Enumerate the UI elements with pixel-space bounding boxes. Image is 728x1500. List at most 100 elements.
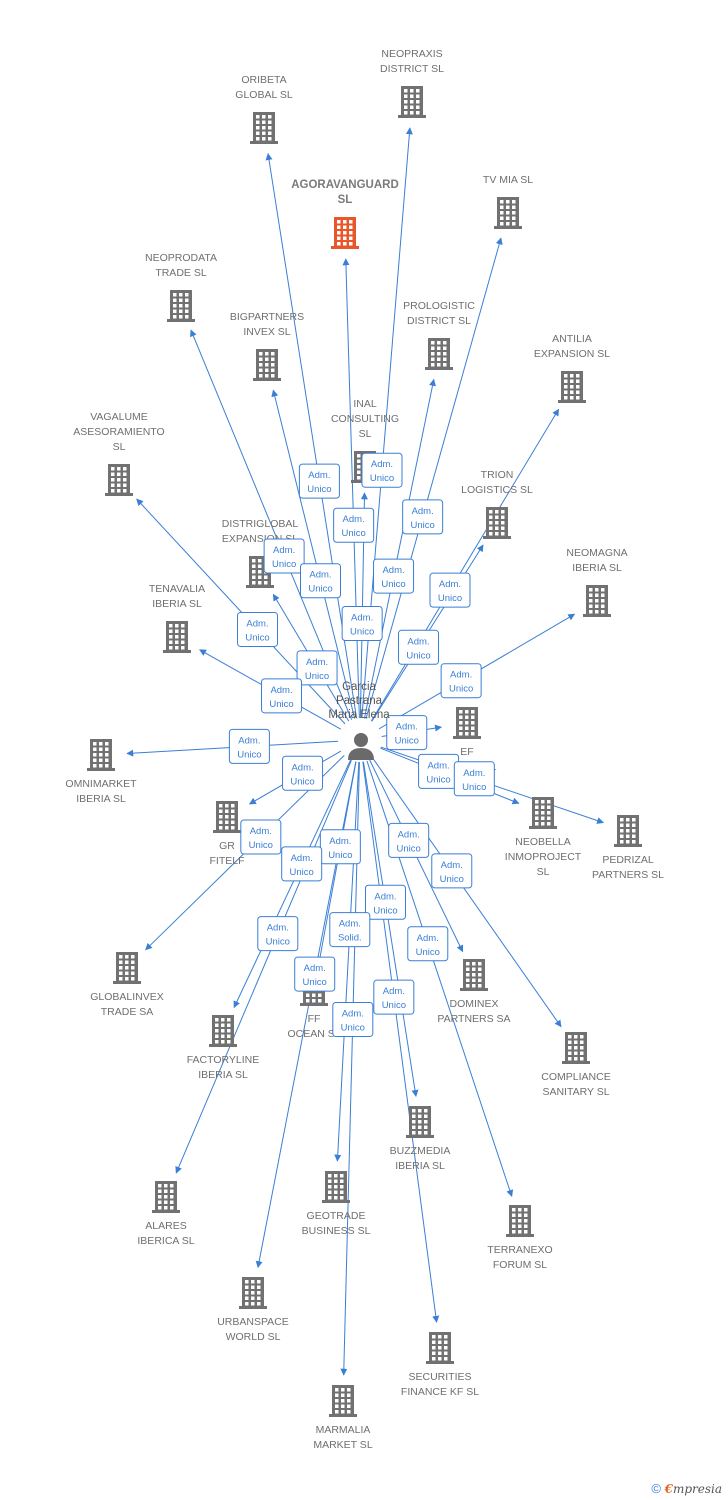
- edge-label-text: Unico: [438, 593, 462, 604]
- edge-label-geotrade[interactable]: Adm.Solid.: [329, 912, 371, 948]
- edge-label-urbanspace[interactable]: Adm.Unico: [294, 956, 336, 992]
- person-name-line-3: Maria Elena: [328, 709, 390, 721]
- edge-vagalume: [136, 498, 346, 725]
- edge-label-text: Unico: [411, 520, 435, 531]
- company-name-alares-line-1: ALARES: [145, 1220, 186, 1232]
- edge-label-text: Unico: [350, 627, 374, 638]
- edge-label-neomagna[interactable]: Adm.Unico: [440, 663, 482, 699]
- edge-label-alares[interactable]: Adm.Unico: [257, 916, 299, 952]
- edge-label-terranexo[interactable]: Adm.Unico: [407, 926, 449, 962]
- edge-label-text: Adm.: [383, 986, 405, 997]
- company-name-dominex-line-1: DOMINEX: [449, 998, 498, 1010]
- company-node-tvmia[interactable]: TV MIA SL: [483, 174, 533, 229]
- edge-label-box: [240, 819, 282, 855]
- company-name-terranexo-line-1: TERRANEXO: [487, 1244, 552, 1256]
- edge-factoryline: [233, 759, 352, 1009]
- company-name-antilia-line-2: EXPANSION SL: [534, 348, 610, 360]
- edge-label-ef[interactable]: Adm.Unico: [386, 715, 428, 751]
- edge-label-box: [402, 499, 444, 535]
- edge-label-box: [373, 558, 415, 594]
- person-node[interactable]: Garcia Pastrana Maria Elena: [328, 681, 390, 760]
- edge-label-oribeta[interactable]: Adm.Unico: [298, 463, 340, 499]
- edge-label-trion[interactable]: Adm.Unico: [398, 629, 440, 665]
- edge-label-distriglobal[interactable]: Adm.Unico: [296, 650, 338, 686]
- edge-tvmia: [365, 237, 503, 719]
- edge-label-securities[interactable]: Adm.Unico: [373, 979, 415, 1015]
- building-icon: [494, 197, 522, 229]
- edge-label-text: Unico: [290, 867, 314, 878]
- edge-label-bigpartners[interactable]: Adm.Unico: [299, 563, 341, 599]
- edge-label-text: Unico: [272, 559, 296, 570]
- edge-label-inal[interactable]: Adm.Unico: [341, 606, 383, 642]
- edge-label-marmalia[interactable]: Adm.Unico: [332, 1001, 374, 1037]
- edge-label-text: Unico: [426, 774, 450, 785]
- edge-label-factoryline[interactable]: Adm.Unico: [281, 846, 323, 882]
- edge-label-neoprodata[interactable]: Adm.Unico: [263, 538, 305, 574]
- edge-label-tenavalia[interactable]: Adm.Unico: [261, 678, 303, 714]
- company-name-prologistic-line-1: PROLOGISTIC: [403, 300, 475, 312]
- edge-label-text: Adm.: [398, 829, 420, 840]
- company-name-neobella-line-1: NEOBELLA: [515, 836, 570, 848]
- edge-label-neobella[interactable]: Adm.Unico: [418, 753, 460, 789]
- company-name-tenavalia-line-1: TENAVALIA: [149, 583, 205, 595]
- edge-label-box: [453, 761, 495, 797]
- edge-label-neopraxis[interactable]: Adm.Unico: [361, 452, 403, 488]
- edge-label-antilia[interactable]: Adm.Unico: [429, 572, 471, 608]
- company-name-oribeta-line-1: ORIBETA: [241, 74, 286, 86]
- edge-label-gr[interactable]: Adm.Unico: [282, 755, 324, 791]
- edge-label-text: Unico: [341, 528, 365, 539]
- edge-label-text: Adm.: [304, 963, 326, 974]
- edge-label-box: [257, 916, 299, 952]
- edge-antilia: [370, 408, 560, 722]
- edge-label-vagalume[interactable]: Adm.Unico: [237, 611, 279, 647]
- edge-label-text: Adm.: [329, 836, 351, 847]
- company-node-gr[interactable]: GR FITELF: [209, 801, 245, 867]
- company-name-bigpartners-line-1: BIGPARTNERS: [230, 311, 304, 323]
- edge-label-box: [298, 463, 340, 499]
- edge-label-tvmia[interactable]: Adm.Unico: [402, 499, 444, 535]
- company-name-securities-line-2: FINANCE KF SL: [401, 1386, 479, 1398]
- edge-label-ff[interactable]: Adm.Unico: [319, 829, 361, 865]
- company-name-inal-line-1: INAL: [353, 398, 377, 410]
- edge-label-dominex[interactable]: Adm.Unico: [388, 822, 430, 858]
- edge-label-text: Unico: [373, 905, 397, 916]
- company-name-gr-line-2: FITELF: [209, 855, 244, 867]
- edge-label-prologistic[interactable]: Adm.Unico: [373, 558, 415, 594]
- company-name-gr-line-1: GR: [219, 840, 235, 852]
- edge-label-pedrizal[interactable]: Adm.Unico: [453, 761, 495, 797]
- edge-label-box: [341, 606, 383, 642]
- edge-label-globalinvex[interactable]: Adm.Unico: [240, 819, 282, 855]
- edge-label-omnimarket[interactable]: Adm.Unico: [228, 728, 270, 764]
- edge-label-text: Adm.: [441, 860, 463, 871]
- edge-label-agoravanguard[interactable]: Adm.Unico: [333, 507, 375, 543]
- company-name-buzzmedia-line-1: BUZZMEDIA: [390, 1145, 451, 1157]
- edge-label-buzzmedia[interactable]: Adm.Unico: [364, 884, 406, 920]
- edge-label-compliance[interactable]: Adm.Unico: [431, 853, 473, 889]
- building-icon: [253, 349, 281, 381]
